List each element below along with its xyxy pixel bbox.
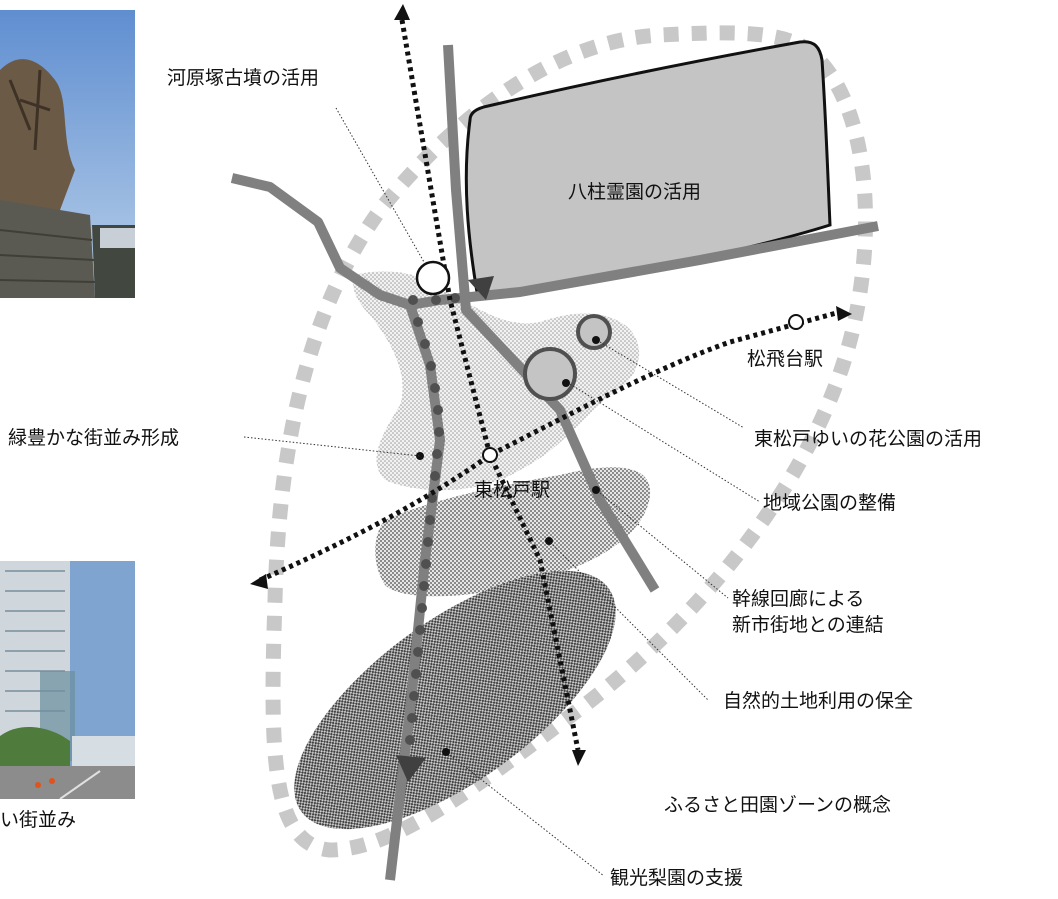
leader-dots (416, 336, 600, 756)
road-arrowhead-east (468, 276, 494, 300)
kawarazuka-tumulus-marker (415, 260, 451, 296)
railway-arrowhead-north (394, 4, 410, 20)
roads (230, 44, 879, 881)
label-yahashira: 八柱霊園の活用 (568, 181, 702, 203)
station-higashi-matsudo-marker (482, 447, 498, 463)
road-arrowhead-south (396, 755, 426, 782)
road-north-diagonal (443, 44, 660, 593)
high-rise-image (0, 561, 135, 799)
railways (258, 19, 841, 751)
tourist-pear-orchard-area (294, 570, 616, 830)
photo-high-rise (0, 561, 135, 799)
label-trunk-corridor: 幹線回廊による 新市街地との連結 (732, 587, 884, 638)
yahashira-cemetery (464, 40, 832, 300)
railway-arrowhead-south (572, 750, 586, 766)
tree-wall-image (0, 10, 135, 298)
label-tourist-pear-orchard: 観光梨園の支援 (610, 867, 744, 889)
station-matsuhidai-marker (788, 314, 804, 330)
leader-lines (243, 107, 761, 877)
label-natural-conservation: 自然的土地利用の保全 (723, 690, 914, 712)
photo-caption-partial: い街並み (0, 809, 77, 831)
label-kawarazuka: 河原塚古墳の活用 (167, 67, 320, 89)
natural-conservation-area (375, 467, 651, 597)
label-yuinohana-park: 東松戸ゆいの花公園の活用 (754, 428, 983, 450)
label-matsuhidai-station: 松飛台駅 (747, 348, 824, 370)
label-trunk-corridor-line2: 新市街地との連結 (732, 613, 884, 636)
community-park-marker (523, 347, 577, 401)
label-higashimatsudo-station: 東松戸駅 (474, 479, 551, 501)
yuinohana-park-marker (576, 314, 612, 350)
railway-arrowhead-west (250, 574, 268, 589)
greenery-area (353, 271, 640, 491)
railway-east-west (258, 309, 841, 583)
road-cemetery-south (439, 221, 879, 305)
label-community-park: 地域公園の整備 (763, 492, 897, 514)
label-furusato-zone: ふるさと田園ゾーンの概念 (664, 794, 892, 816)
trunk-corridor-dots (405, 293, 460, 745)
photo-tree-wall (0, 10, 135, 298)
railway-north-south (399, 19, 581, 751)
furusato-zone-boundary (265, 25, 874, 858)
label-greenery: 緑豊かな街並み形成 (8, 427, 180, 449)
label-trunk-corridor-line1: 幹線回廊による (732, 588, 865, 610)
railway-arrowhead-east (836, 306, 852, 321)
